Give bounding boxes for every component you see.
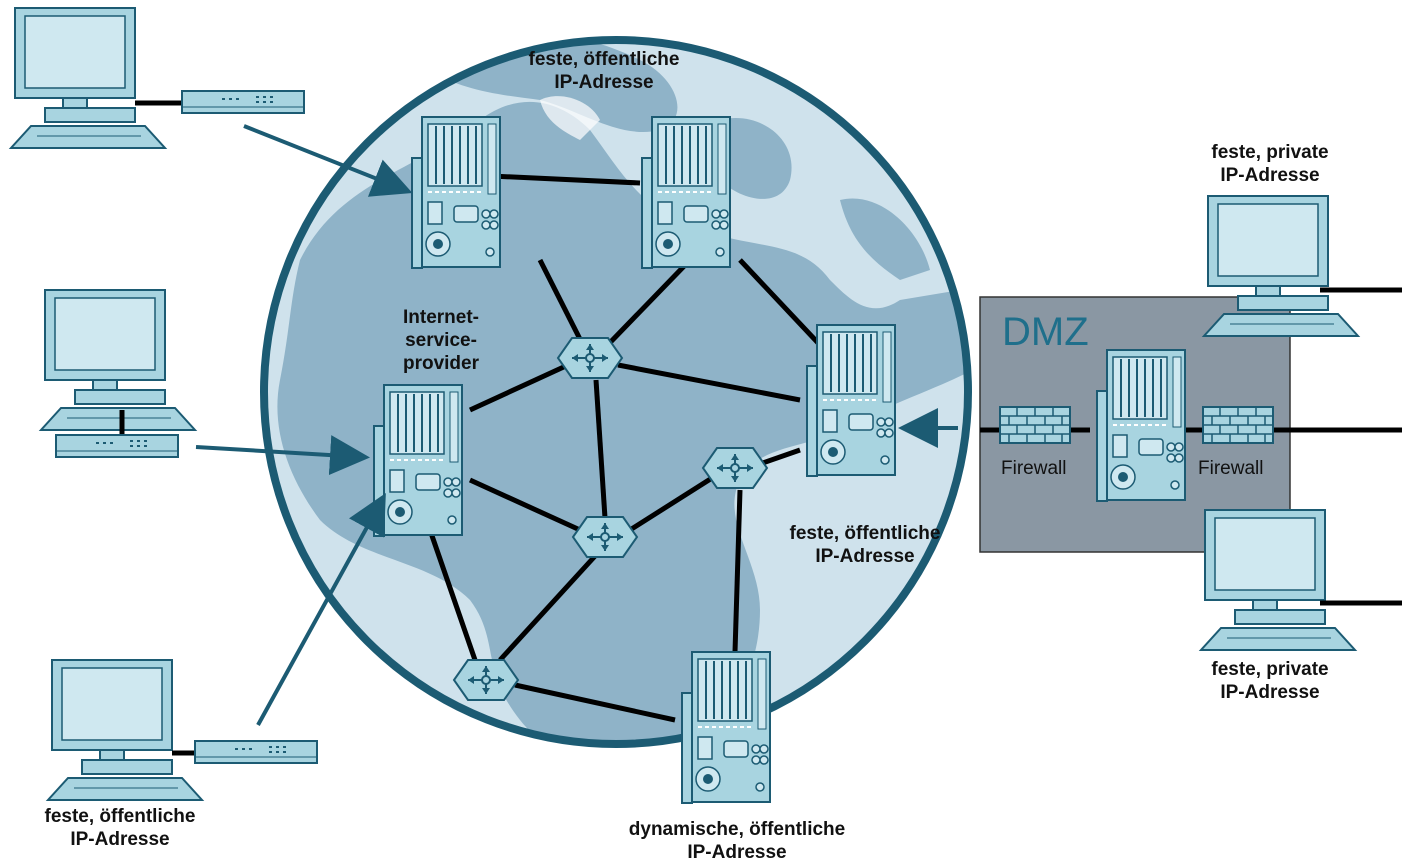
dmz-title: DMZ	[1002, 310, 1089, 354]
label-top-server: feste, öffentliche IP-Adresse	[484, 48, 724, 94]
pc-top-left-group	[10, 7, 305, 149]
router-center-bottom	[572, 516, 638, 558]
label-bottom-server-line1: dynamische, öffentliche	[628, 819, 846, 840]
label-bottom-left-pc-line2: IP-Adresse	[70, 829, 170, 850]
label-isp-line3: provider	[402, 353, 480, 374]
label-isp-line2: service-	[405, 330, 477, 351]
modem-bottom-left	[194, 740, 318, 764]
modem-top-left	[181, 90, 305, 114]
pc-bottom-right-group	[1200, 509, 1402, 651]
server-right	[806, 324, 896, 477]
label-bottom-right-pc-line2: IP-Adresse	[1220, 682, 1320, 703]
pc-bottom-left	[47, 659, 203, 801]
label-top-right-pc-line1: feste, private	[1211, 142, 1329, 163]
pc-top-right-group	[1203, 195, 1402, 337]
connection-arrows	[195, 124, 958, 726]
router-center-top	[557, 337, 623, 379]
pc-bottom-left-group	[47, 659, 318, 801]
label-isp: Internet- service- provider	[376, 306, 506, 375]
label-bottom-server: dynamische, öffentliche IP-Adresse	[592, 818, 882, 864]
label-isp-line1: Internet-	[403, 307, 479, 328]
pc-top-left	[10, 7, 166, 149]
pc-middle-left	[40, 289, 196, 431]
firewall-left-label: Firewall	[1001, 458, 1067, 479]
label-right-server-line1: feste, öffentliche	[789, 523, 941, 544]
pc-bottom-right	[1200, 509, 1356, 651]
label-bottom-server-line2: IP-Adresse	[687, 842, 787, 863]
server-top-left	[411, 116, 501, 269]
firewall-left-icon	[999, 406, 1071, 444]
router-right	[702, 447, 768, 489]
arrow-bottom-left	[256, 492, 386, 726]
arrow-top-left	[243, 124, 413, 197]
router-bottom-left	[453, 659, 519, 701]
pc-top-right	[1203, 195, 1359, 337]
label-bottom-left-pc: feste, öffentliche IP-Adresse	[0, 805, 240, 851]
label-bottom-right-pc-line1: feste, private	[1211, 659, 1329, 680]
label-right-server: feste, öffentliche IP-Adresse	[750, 522, 980, 568]
label-bottom-right-pc: feste, private IP-Adresse	[1170, 658, 1370, 704]
label-top-server-line2: IP-Adresse	[554, 72, 654, 93]
label-bottom-left-pc-line1: feste, öffentliche	[44, 806, 196, 827]
label-top-right-pc-line2: IP-Adresse	[1220, 165, 1320, 186]
pc-middle-left-group	[40, 289, 196, 458]
label-top-server-line1: feste, öffentliche	[528, 49, 680, 70]
firewall-right-label: Firewall	[1198, 458, 1264, 479]
server-dmz	[1096, 349, 1186, 502]
server-isp	[373, 384, 463, 537]
firewall-right-icon	[1202, 406, 1274, 444]
label-top-right-pc: feste, private IP-Adresse	[1170, 141, 1370, 187]
server-bottom	[681, 651, 771, 804]
arrow-middle-left	[195, 435, 370, 476]
modem-middle-left	[55, 434, 179, 458]
label-right-server-line2: IP-Adresse	[815, 546, 915, 567]
server-top-right	[641, 116, 731, 269]
